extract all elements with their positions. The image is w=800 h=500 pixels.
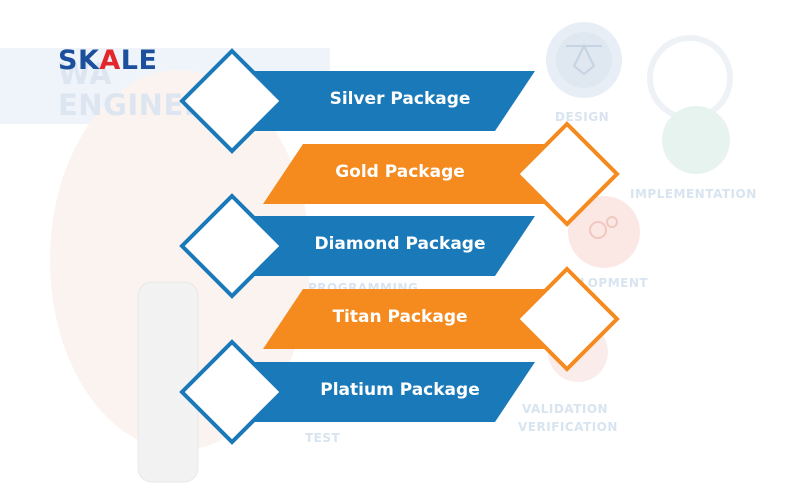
logo-accent: A — [99, 45, 121, 76]
package-band-silver — [235, 71, 535, 131]
package-diamond-gold — [514, 121, 620, 227]
package-band-diamond — [235, 216, 535, 276]
bg-label-verification: VERIFICATION — [518, 420, 618, 434]
skale-logo: SKALE — [58, 45, 157, 76]
package-label-platium: Platium Package — [320, 380, 480, 400]
package-label-diamond: Diamond Package — [314, 234, 486, 254]
package-label-titan: Titan Package — [332, 307, 468, 327]
package-label-gold: Gold Package — [335, 162, 465, 182]
bg-circle-development — [568, 196, 640, 268]
package-band-titan — [263, 289, 568, 349]
package-diamond-platium — [179, 339, 285, 445]
package-band-gold — [263, 144, 568, 204]
bg-heading-line1: WA — [58, 57, 113, 91]
bg-label-validation: VALIDATION — [522, 402, 609, 416]
gears-icon — [589, 216, 618, 239]
bg-circle-implementation — [662, 106, 730, 174]
bg-label-development: LOPMENT — [580, 276, 649, 290]
bg-heading-line2: ENGINEE — [58, 88, 205, 122]
bg-label-implementation: IMPLEMENTATION — [630, 187, 757, 201]
logo-prefix: SK — [58, 45, 100, 76]
package-diamond-diamond — [179, 193, 285, 299]
package-band-platium — [235, 362, 535, 422]
bg-label-design: DESIGN — [555, 110, 610, 124]
package-diamond-titan — [514, 266, 620, 372]
pen-tool-icon — [566, 43, 602, 76]
logo-suffix: LE — [120, 45, 158, 76]
package-diamond-silver — [179, 48, 285, 154]
bg-label-test: TEST — [305, 431, 341, 445]
package-label-silver: Silver Package — [329, 89, 471, 109]
